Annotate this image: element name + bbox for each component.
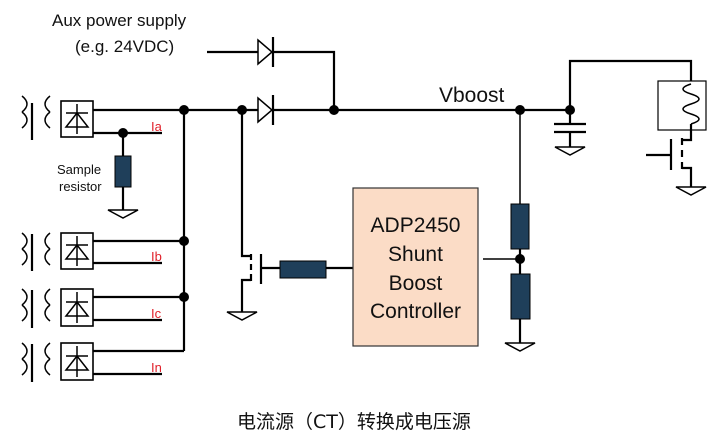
aux-supply-label-line1: Aux power supply <box>52 11 187 30</box>
divider-resistor-bottom <box>510 273 531 320</box>
ct-primary-coil-icon <box>21 232 28 266</box>
phase-label-in: In <box>151 360 162 375</box>
controller-label-line3: Boost <box>389 272 443 295</box>
phase-bus <box>179 110 189 351</box>
controller-block: ADP2450 Shunt Boost Controller <box>352 187 479 347</box>
controller-label-line2: Shunt <box>388 243 443 266</box>
load-heater <box>568 59 707 196</box>
ct-phase-a <box>21 95 162 219</box>
ground-icon <box>504 342 536 352</box>
ct-phase-b <box>21 232 184 271</box>
sample-resistor-label-line1: Sample <box>57 162 101 177</box>
controller-label-line4: Controller <box>370 300 461 323</box>
ground-icon <box>107 209 139 219</box>
ct-secondary-coil-icon <box>44 232 51 266</box>
controller-label-line1: ADP2450 <box>371 214 461 237</box>
ct-phase-c <box>21 288 184 328</box>
phase-label-ic: Ic <box>151 306 162 321</box>
output-capacitor <box>554 110 586 156</box>
diagram-caption: 电流源（CT）转换成电压源 <box>237 411 471 433</box>
shunt-mosfet <box>226 110 353 321</box>
sample-resistor <box>114 155 132 188</box>
heater-element-icon <box>657 80 707 131</box>
ground-icon <box>675 186 707 196</box>
ct-primary-coil-icon <box>21 288 28 322</box>
ground-icon <box>554 146 586 156</box>
ct-primary-coil-icon <box>21 342 28 376</box>
phase-label-ia: Ia <box>151 119 163 134</box>
ct-secondary-coil-icon <box>44 288 51 322</box>
ct-secondary-coil-icon <box>44 342 51 376</box>
phase-label-ib: Ib <box>151 249 162 264</box>
sample-resistor-label-line2: resistor <box>59 179 102 194</box>
ground-icon <box>226 311 258 321</box>
gate-resistor <box>279 260 327 279</box>
feedback-divider <box>483 110 536 352</box>
aux-supply-label-line2: (e.g. 24VDC) <box>75 37 174 56</box>
divider-resistor-top <box>510 203 530 250</box>
ct-phase-n <box>21 342 184 382</box>
ct-secondary-coil-icon <box>44 95 51 129</box>
vboost-label: Vboost <box>439 84 505 107</box>
aux-diode <box>207 37 336 110</box>
ct-primary-coil-icon <box>21 95 28 129</box>
